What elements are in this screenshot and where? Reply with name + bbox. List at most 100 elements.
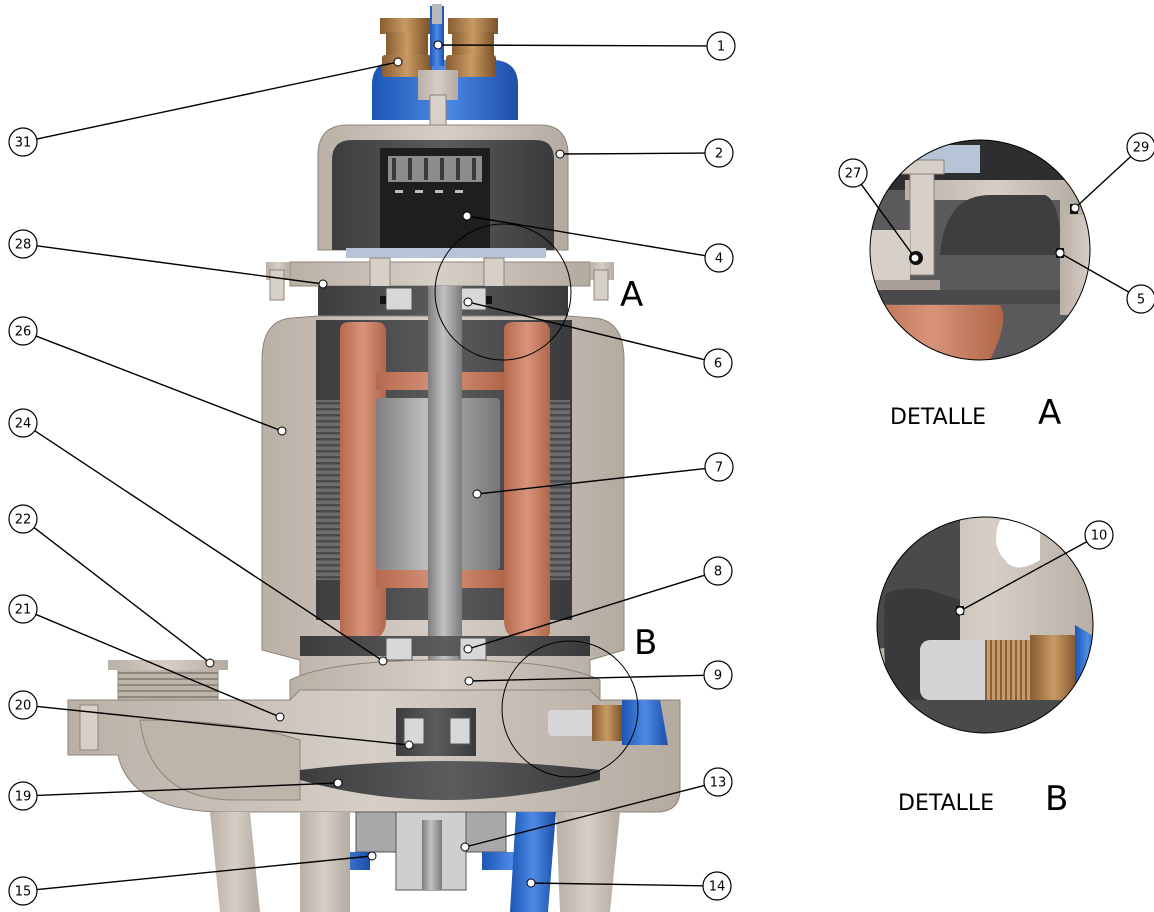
callout-target-dot — [463, 297, 473, 307]
callout-24: 24 — [8, 408, 388, 666]
detail-a-view: DETALLE A — [869, 139, 1091, 433]
callout-leader-line — [1074, 155, 1132, 209]
callout-number: 9 — [714, 669, 722, 684]
callout-bubble — [1084, 520, 1114, 550]
callout-number: 27 — [845, 167, 862, 182]
callout-5: 5 — [1055, 248, 1154, 314]
callout-14: 14 — [526, 871, 732, 901]
callout-2: 2 — [555, 138, 734, 168]
callout-target-dot — [1070, 203, 1080, 213]
callout-target-dot — [526, 878, 536, 888]
callout-bubble — [706, 31, 736, 61]
callout-number: 29 — [1133, 141, 1150, 156]
detail-b-caption: DETALLE — [898, 791, 994, 816]
callout-target-dot — [378, 656, 388, 666]
callout-leader-line — [468, 674, 705, 682]
callout-leader-line — [36, 855, 373, 891]
pump-base-volute — [67, 660, 681, 912]
callout-bubble — [703, 660, 733, 690]
callout-bubble — [702, 871, 732, 901]
callout-target-dot — [333, 778, 343, 788]
callout-bubble — [8, 408, 38, 438]
callout-bubble — [838, 158, 868, 188]
callout-28: 28 — [8, 229, 328, 289]
callout-bubble — [8, 781, 38, 811]
callout-leader-line — [437, 44, 708, 47]
callout-number: 2 — [715, 147, 723, 162]
callout-target-dot — [1055, 248, 1065, 258]
callout-leader-line — [559, 152, 706, 155]
callout-number: 20 — [15, 699, 32, 714]
callout-leader-line — [860, 183, 916, 259]
callout-bubble — [8, 690, 38, 720]
callout-target-dot — [318, 279, 328, 289]
callout-leader-line — [476, 467, 706, 495]
callout-bubble — [704, 243, 734, 273]
detail-b-circle — [501, 640, 639, 778]
callout-bubble — [703, 767, 733, 797]
callout-number: 31 — [15, 136, 32, 151]
callout-leader-line — [34, 430, 384, 662]
callout-number: 13 — [710, 776, 727, 791]
callout-29: 29 — [1070, 132, 1154, 213]
callout-bubble — [8, 594, 38, 624]
callout-bubble — [8, 229, 38, 259]
callout-bubble — [703, 348, 733, 378]
callout-leader-line — [466, 215, 706, 257]
callout-number: 14 — [709, 880, 726, 895]
callout-target-dot — [955, 606, 965, 616]
callout-19: 19 — [8, 778, 343, 811]
callout-bubble — [8, 504, 38, 534]
callout-leader-line — [1059, 252, 1130, 293]
callout-number: 24 — [15, 417, 32, 432]
callout-6: 6 — [463, 297, 733, 378]
callout-target-dot — [275, 712, 285, 722]
callout-target-dot — [393, 57, 403, 67]
callout-bubble — [1126, 132, 1154, 162]
callout-number: 6 — [714, 357, 722, 372]
callout-leader-line — [35, 335, 283, 432]
callout-bubble — [1126, 284, 1154, 314]
callout-leader-line — [36, 782, 339, 797]
callout-number: 5 — [1137, 293, 1145, 308]
callout-leader-line — [36, 245, 324, 285]
callout-target-dot — [463, 644, 473, 654]
callout-target-dot — [555, 149, 565, 159]
callout-leader-line — [36, 61, 399, 140]
callout-7: 7 — [472, 452, 734, 499]
callout-20: 20 — [8, 690, 414, 750]
callout-number: 22 — [15, 513, 32, 528]
callout-number: 19 — [15, 790, 32, 805]
callout-leader-line — [959, 541, 1088, 612]
callout-number: 15 — [15, 885, 32, 900]
callout-bubble — [704, 452, 734, 482]
callout-leader-line — [464, 784, 705, 848]
callout-1: 1 — [433, 31, 736, 61]
callout-leader-line — [530, 882, 704, 887]
callout-leader-line — [36, 705, 410, 746]
callout-bubble — [8, 876, 38, 906]
callout-number: 4 — [715, 252, 723, 267]
callout-27: 27 — [838, 158, 920, 263]
top-cover — [317, 124, 569, 258]
callout-13: 13 — [460, 767, 733, 852]
callout-bubble — [8, 316, 38, 346]
callout-15: 15 — [8, 851, 377, 906]
callout-bubble — [703, 556, 733, 586]
callout-10: 10 — [955, 520, 1114, 616]
cable-gland-assembly — [372, 4, 518, 126]
callout-31: 31 — [8, 57, 403, 157]
callout-leader-line — [467, 301, 705, 361]
callout-target-dot — [472, 489, 482, 499]
callout-target-dot — [277, 426, 287, 436]
pump-illustration: A B — [67, 4, 681, 912]
detail-b-marker: B — [634, 623, 657, 663]
callout-target-dot — [205, 658, 215, 668]
callout-number: 1 — [717, 40, 725, 55]
callout-22: 22 — [8, 504, 215, 668]
callout-bubble — [704, 138, 734, 168]
callout-number: 26 — [15, 325, 32, 340]
callout-leader-line — [33, 526, 211, 664]
